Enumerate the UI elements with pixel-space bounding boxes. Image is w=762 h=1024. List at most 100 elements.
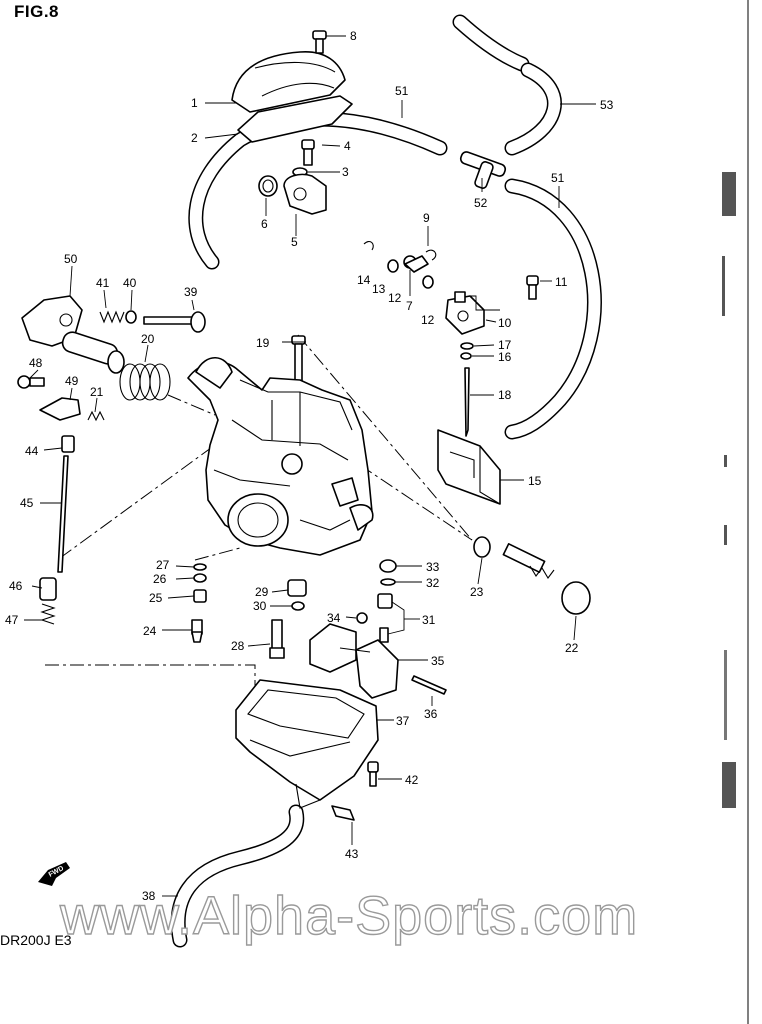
- jets-31-34: [356, 559, 397, 643]
- callout-label: 31: [422, 613, 436, 627]
- spring-47: [40, 603, 56, 625]
- callout-label: 48: [29, 356, 43, 370]
- hose-53: [452, 14, 562, 156]
- piston-valve-15: [437, 429, 501, 505]
- callout-labels: 1 2 3 4 5 6 7 8 9 10 11 12 12 13 14 15 1…: [5, 29, 614, 903]
- holder-5: [283, 173, 327, 215]
- bolt-4: [301, 139, 315, 166]
- callout-label: 12: [388, 291, 402, 305]
- callout-label: 52: [474, 196, 488, 210]
- callout-label: 28: [231, 639, 245, 653]
- callout-label: 43: [345, 847, 359, 861]
- callout-label: 42: [405, 773, 419, 787]
- carburetor-body: [187, 356, 374, 556]
- callout-label: 10: [498, 316, 512, 330]
- callout-label: 5: [291, 235, 298, 249]
- screw-46: [39, 577, 57, 601]
- drain-screw-43: [331, 805, 355, 821]
- callout-label: 4: [344, 139, 351, 153]
- callout-label: 53: [600, 98, 614, 112]
- top-cover-1: [231, 51, 346, 113]
- callout-label: 1: [191, 96, 198, 110]
- hose-51-right: [504, 178, 602, 440]
- callout-label: 47: [5, 613, 19, 627]
- callout-label: 46: [9, 579, 23, 593]
- callout-label: 7: [406, 299, 413, 313]
- callout-label: 36: [424, 707, 438, 721]
- assembly-lines: [45, 334, 473, 688]
- callout-label: 15: [528, 474, 542, 488]
- hose-38: [170, 804, 305, 948]
- spring-21: [87, 410, 105, 422]
- bracket-10: [445, 291, 485, 335]
- watermark: www.Alpha-Sports.com: [59, 885, 639, 946]
- callout-label: 21: [90, 385, 104, 399]
- o-ring-23: [473, 536, 491, 558]
- clips-16-17: [460, 342, 474, 360]
- ring-6: [258, 175, 278, 197]
- callout-label: 23: [470, 585, 484, 599]
- callout-label: 44: [25, 444, 39, 458]
- callout-label: 41: [96, 276, 110, 290]
- callout-label: 9: [423, 211, 430, 225]
- callout-label: 51: [395, 84, 409, 98]
- callout-label: 29: [255, 585, 269, 599]
- gasket-2: [237, 95, 353, 143]
- float-bowl-37: [235, 679, 379, 809]
- small-parts-upper: [363, 241, 437, 289]
- throttle-shaft-50: [21, 295, 125, 374]
- callout-label: 50: [64, 252, 78, 266]
- spring-44: [61, 435, 75, 453]
- callout-label: 24: [143, 624, 157, 638]
- callout-label: 11: [555, 275, 568, 289]
- rod-45: [57, 455, 69, 573]
- jet-needle-18: [464, 367, 470, 437]
- callout-label: 39: [184, 285, 198, 299]
- callout-label: 49: [65, 374, 79, 388]
- callout-label: 16: [498, 350, 512, 364]
- callout-label: 18: [498, 388, 512, 402]
- screw-48: [17, 375, 45, 389]
- callout-label: 33: [426, 560, 440, 574]
- model-code: DR200J E3: [0, 932, 72, 948]
- callout-label: 6: [261, 217, 268, 231]
- callout-label: 13: [372, 282, 386, 296]
- callout-label: 17: [498, 338, 512, 352]
- callout-label: 32: [426, 576, 440, 590]
- callout-label: 22: [565, 641, 579, 655]
- hose-51-upper: [188, 111, 448, 270]
- callout-label: 34: [327, 611, 341, 625]
- callout-leaders: [24, 35, 596, 897]
- callout-label: 45: [20, 496, 34, 510]
- adjuster-39: [143, 311, 206, 333]
- callout-label: 2: [191, 131, 198, 145]
- pin-36: [411, 675, 447, 695]
- figure-title: FIG.8: [14, 2, 60, 21]
- callout-label: 25: [149, 591, 163, 605]
- washer-40: [125, 310, 137, 324]
- callout-label: 20: [141, 332, 155, 346]
- spring-20: [119, 363, 171, 401]
- screw-42: [367, 761, 379, 787]
- callout-label: 37: [396, 714, 410, 728]
- float-35: [309, 623, 399, 699]
- callout-label: 19: [256, 336, 270, 350]
- callout-label: 30: [253, 599, 267, 613]
- t-joint-52: [459, 151, 507, 189]
- screw-11: [526, 275, 539, 300]
- callout-label: 38: [142, 889, 156, 903]
- callout-label: 26: [153, 572, 167, 586]
- pilot-screw-group: [191, 563, 207, 643]
- callout-label: 3: [342, 165, 349, 179]
- callout-label: 12: [421, 313, 435, 327]
- choke-plunger-22: [502, 543, 591, 615]
- spring-41: [99, 310, 125, 324]
- callout-label: 51: [551, 171, 565, 185]
- callout-label: 40: [123, 276, 137, 290]
- callout-label: 14: [357, 273, 371, 287]
- callout-label: 8: [350, 29, 357, 43]
- callout-label: 35: [431, 654, 445, 668]
- callout-label: 27: [156, 558, 170, 572]
